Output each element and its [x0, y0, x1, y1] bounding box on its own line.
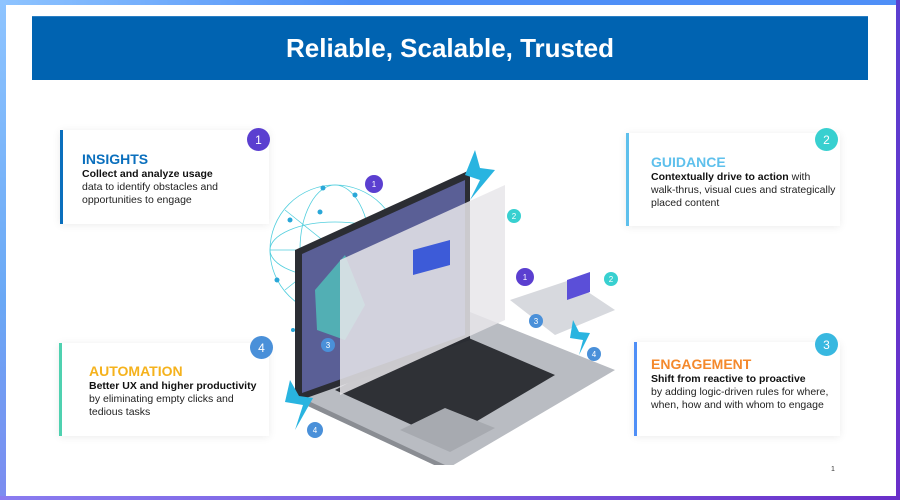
- card-bold-text: Contextually drive to action: [651, 171, 789, 183]
- lightning-bolt-icon: [285, 380, 313, 430]
- svg-text:4: 4: [313, 426, 318, 435]
- engagement-card: ENGAGEMENT Shift from reactive to proact…: [634, 342, 840, 436]
- card-heading: GUIDANCE: [651, 154, 726, 170]
- floating-panel: [340, 185, 505, 395]
- frame-left-border: [0, 0, 6, 500]
- card-bold-text: Shift from reactive to proactive: [651, 373, 806, 385]
- title-banner: Reliable, Scalable, Trusted: [32, 16, 868, 80]
- card-accent-bar: [634, 342, 637, 436]
- svg-text:1: 1: [523, 273, 528, 282]
- marker-4: 4: [307, 422, 323, 438]
- svg-text:2: 2: [512, 212, 517, 221]
- slide-title: Reliable, Scalable, Trusted: [285, 33, 615, 63]
- number-badge-4: 4: [250, 336, 273, 359]
- floating-panel-header: [413, 240, 450, 275]
- guidance-card: GUIDANCE Contextually drive to action wi…: [626, 133, 840, 226]
- number-badge-3: 3: [815, 333, 838, 356]
- card-accent-bar: [60, 130, 63, 224]
- marker-1b: 1: [516, 268, 534, 286]
- marker-2: 2: [507, 209, 521, 223]
- frame-top-border: [0, 0, 900, 5]
- card-text: with walk-thrus, visual cues and strateg…: [651, 171, 836, 209]
- marker-3: 3: [321, 338, 335, 352]
- card-heading: INSIGHTS: [82, 151, 149, 167]
- svg-text:2: 2: [609, 275, 614, 284]
- automation-card: AUTOMATION Better UX and higher producti…: [59, 343, 269, 436]
- trackpad: [400, 408, 495, 452]
- keyboard: [335, 330, 555, 440]
- page-number: 1: [831, 466, 835, 473]
- laptop-illustration: 1 2 3 4 1 2 3 4: [269, 150, 618, 465]
- number-badge-2: 2: [815, 128, 838, 151]
- card-description: Better UX and higher productivity by eli…: [89, 380, 264, 419]
- marker-1: 1: [365, 175, 383, 193]
- svg-text:1: 1: [372, 180, 377, 189]
- frame-right-border: [896, 0, 900, 500]
- card-heading: AUTOMATION: [89, 363, 183, 379]
- marker-4b: 4: [587, 347, 601, 361]
- card-text: data to identify obstacles and opportuni…: [82, 181, 219, 206]
- card-bold-text: Better UX and higher productivity: [89, 380, 257, 392]
- svg-text:3: 3: [534, 317, 539, 326]
- lightning-bolt-icon: [570, 320, 590, 355]
- marker-2b: 2: [604, 272, 618, 286]
- card-text: by adding logic-driven rules for where, …: [651, 386, 829, 411]
- svg-text:4: 4: [592, 350, 597, 359]
- card-bold-text: Collect and analyze usage: [82, 168, 213, 180]
- lightning-bolt-icon: [465, 150, 495, 200]
- svg-text:3: 3: [326, 341, 331, 350]
- card-accent-bar: [59, 343, 62, 436]
- card-heading: ENGAGEMENT: [651, 356, 752, 372]
- frame-bottom-border: [0, 496, 900, 500]
- card-accent-bar: [626, 133, 629, 226]
- card-description: Contextually drive to action with walk-t…: [651, 171, 836, 210]
- card-text: by eliminating empty clicks and tedious …: [89, 393, 234, 418]
- number-badge-1: 1: [247, 128, 270, 151]
- mobile-panel: [510, 280, 615, 335]
- marker-3b: 3: [529, 314, 543, 328]
